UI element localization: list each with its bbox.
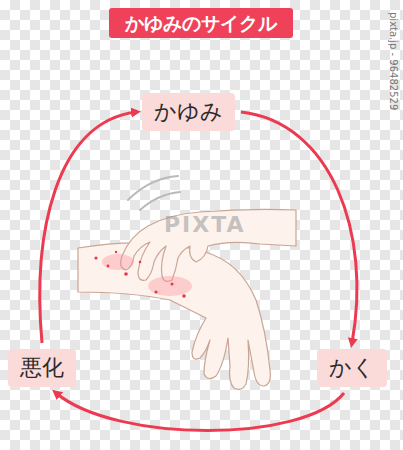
- step-label: かく: [329, 355, 375, 380]
- step-label: かゆみ: [154, 99, 223, 124]
- watermark: PIXTA: [164, 212, 246, 237]
- redness: [102, 254, 192, 296]
- title-banner: かゆみのサイクル: [109, 8, 293, 38]
- cycle-arrow: [241, 112, 357, 343]
- motion-lines: [128, 176, 180, 210]
- cycle-step-box: 悪化: [8, 349, 76, 387]
- rash-spots: [94, 251, 185, 298]
- cycle-arrow: [56, 393, 344, 431]
- hands: [78, 209, 296, 389]
- step-label: 悪化: [20, 355, 64, 380]
- cycle-step-box: かく: [317, 349, 387, 387]
- cycle-step-box: かゆみ: [142, 93, 235, 131]
- cycle-arrow: [40, 112, 136, 343]
- watermark-id: pixta.jp - 96482529: [388, 12, 399, 110]
